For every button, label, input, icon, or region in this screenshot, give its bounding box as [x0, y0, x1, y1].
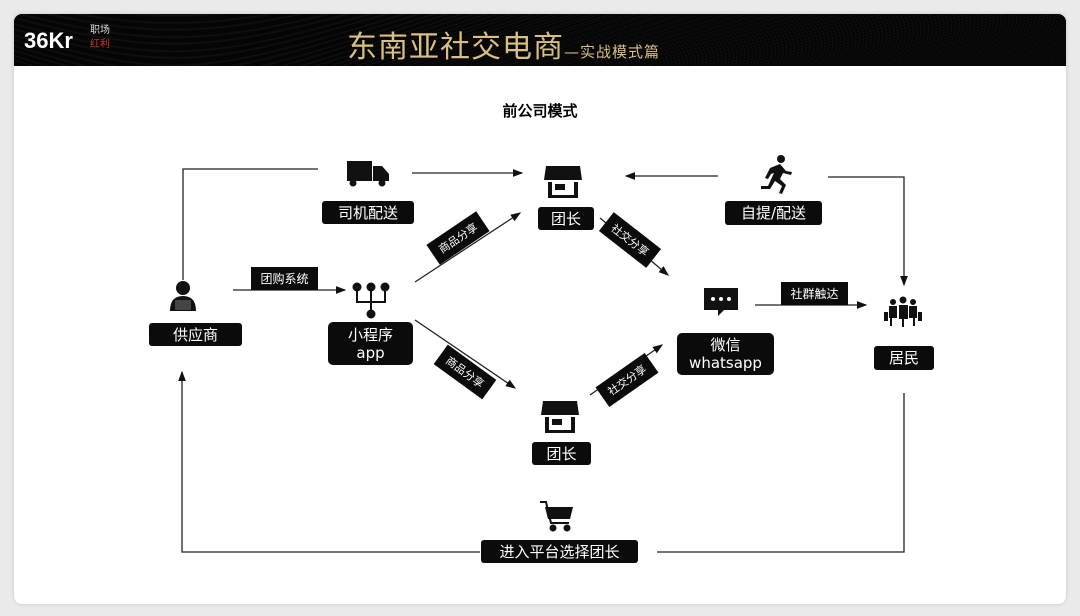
residents-to-platform-line [657, 393, 905, 553]
network-icon [352, 282, 390, 319]
node-driver: 司机配送 [322, 201, 414, 224]
node-pickup: 自提/配送 [725, 201, 822, 225]
brand-logo: 36Kr [24, 28, 73, 53]
supplier-to-driver-line [182, 168, 318, 280]
store-icon-bottom [541, 401, 579, 433]
header-bar: 36Kr 职场红利 东南亚社交电商—实战模式篇 [14, 14, 1066, 66]
miniapp-to-leader-top-arrow [414, 212, 522, 283]
brand-sub: 职场红利 [90, 24, 110, 52]
whatsapp-label: whatsapp [689, 354, 762, 372]
miniapp-to-leader-bottom-arrow [414, 319, 517, 389]
truck-icon [347, 161, 389, 187]
wechat-label: 微信 [710, 336, 741, 354]
family-icon [884, 296, 922, 327]
brand-sub-line2: 红利 [90, 39, 110, 50]
supplier-person-icon [170, 281, 196, 311]
platform-to-supplier-arrow [178, 370, 480, 553]
brand-sub-line1: 职场 [90, 25, 110, 36]
chat-bubble-icon [704, 288, 738, 316]
edge-group-buy: 团购系统 [251, 267, 318, 290]
miniapp-label: 小程序 [347, 325, 393, 344]
shopping-cart-icon [540, 501, 573, 532]
node-platform: 进入平台选择团长 [481, 540, 638, 563]
running-person-icon [761, 155, 792, 194]
pickup-to-residents-arrow [828, 176, 908, 287]
node-supplier: 供应商 [149, 323, 242, 346]
diagram-title: 前公司模式 [502, 102, 578, 120]
title-main: 东南亚社交电商 [347, 30, 564, 65]
node-leader-bottom: 团长 [532, 442, 591, 465]
edge-community: 社群触达 [781, 282, 848, 305]
node-residents: 居民 [874, 346, 934, 370]
node-leader-top: 团长 [538, 207, 594, 230]
miniapp-app-label: app [356, 343, 385, 362]
slide-title: 东南亚社交电商—实战模式篇 [347, 22, 660, 66]
title-sub: —实战模式篇 [564, 43, 661, 61]
store-icon-top [544, 166, 582, 198]
